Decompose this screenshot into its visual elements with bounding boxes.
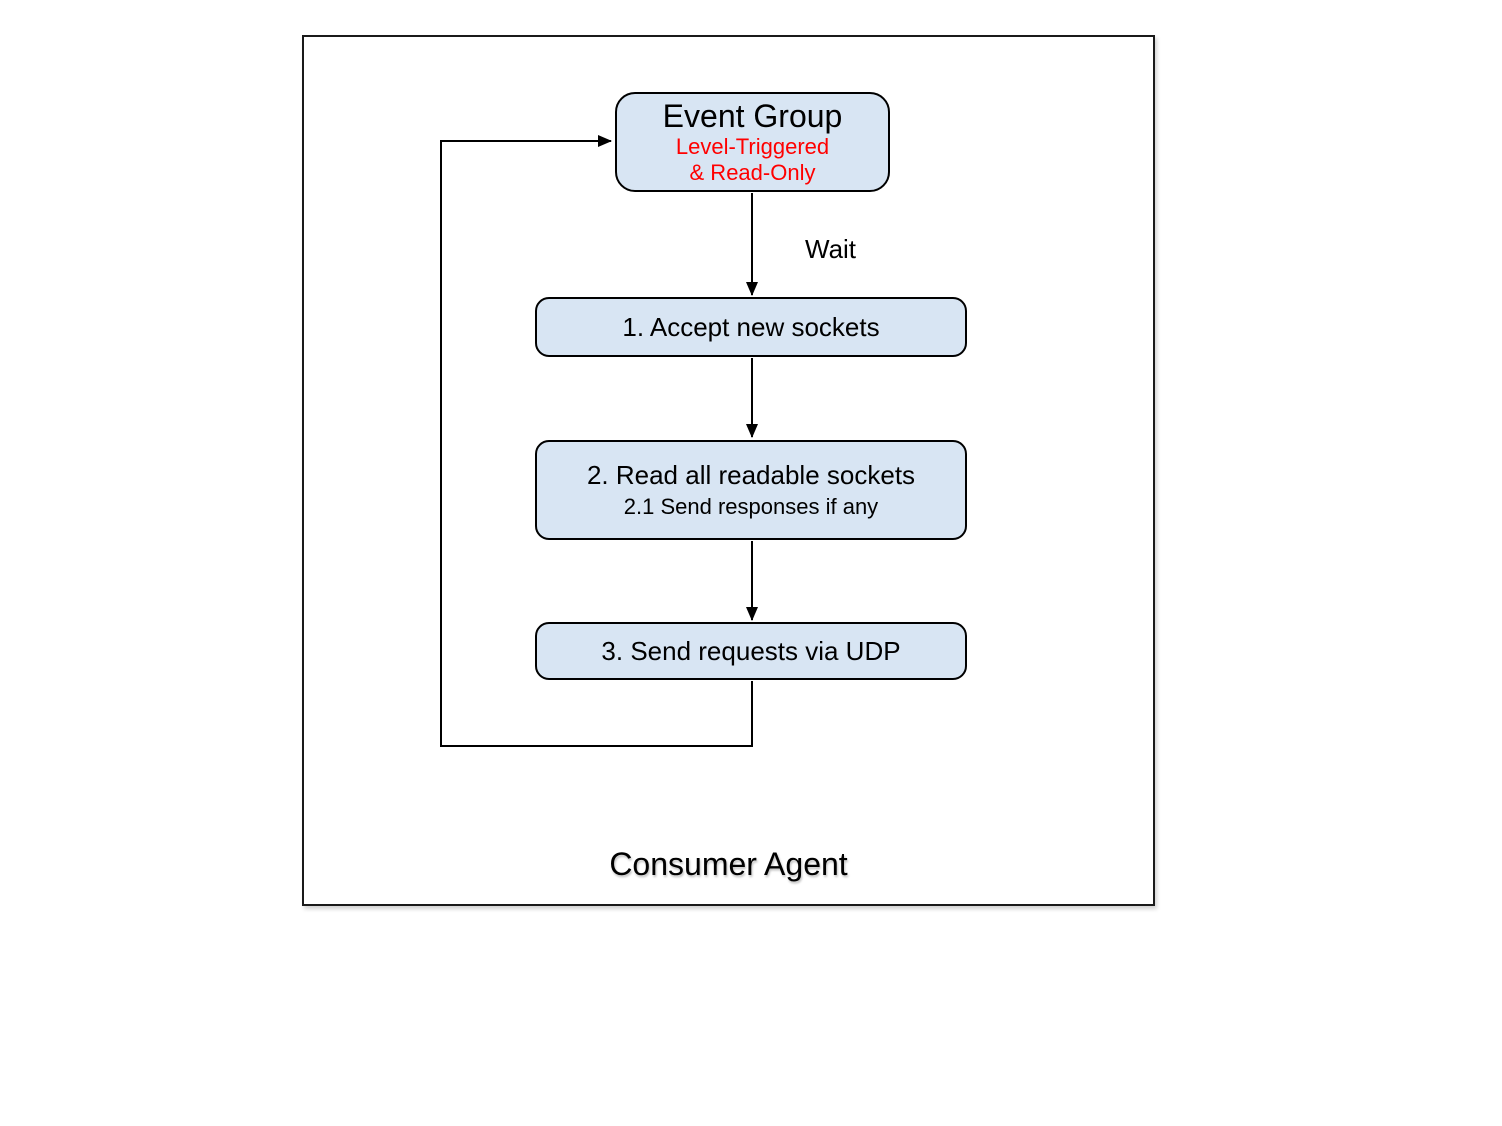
event-group-title: Event Group xyxy=(662,98,843,134)
node-step-2: 2. Read all readable sockets 2.1 Send re… xyxy=(535,440,967,540)
event-group-subtitle-line1: Level-Triggered xyxy=(675,134,830,159)
step-3-label: 3. Send requests via UDP xyxy=(601,635,901,666)
step-1-label: 1. Accept new sockets xyxy=(622,311,880,342)
step-2-sublabel: 2.1 Send responses if any xyxy=(623,494,879,519)
step-2-label: 2. Read all readable sockets xyxy=(586,460,916,490)
diagram-title: Consumer Agent xyxy=(609,846,848,882)
wait-edge-label: Wait xyxy=(805,234,857,264)
node-event-group: Event Group Level-Triggered & Read-Only xyxy=(615,92,890,192)
event-group-subtitle-line2: & Read-Only xyxy=(689,160,816,185)
node-step-3: 3. Send requests via UDP xyxy=(535,622,967,680)
node-step-1: 1. Accept new sockets xyxy=(535,297,967,357)
